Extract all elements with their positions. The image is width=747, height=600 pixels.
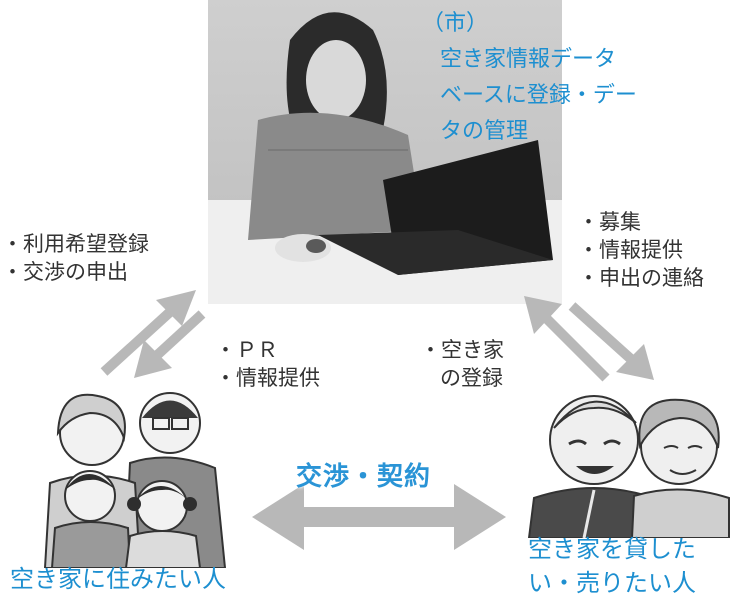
left-mid-labels: ・ＰＲ ・情報提供 [215, 336, 320, 392]
arrow-owners-to-city [524, 296, 610, 382]
right-mid-labels: ・空き家 の登録 [420, 336, 504, 392]
negotiation-contract-label: 交渉・契約 [296, 462, 432, 492]
label-registration: の登録 [440, 366, 503, 390]
label-info-provision-right: ・情報提供 [578, 238, 683, 262]
bottom-left-label: 空き家に住みたい人 [10, 565, 226, 593]
arrow-city-to-owners [568, 302, 654, 380]
label-pr: ・ＰＲ [215, 338, 278, 362]
left-top-labels: ・利用希望登録 ・交渉の申出 [2, 230, 149, 286]
arrow-family-to-city [100, 290, 196, 376]
family-illustration [43, 392, 227, 568]
city-desc-line-2: ベースに登録・デー [440, 83, 637, 108]
city-staff-photo [208, 0, 562, 304]
label-recruitment: ・募集 [578, 210, 641, 234]
label-usage-registration: ・利用希望登録 [2, 232, 149, 256]
city-desc-line-1: 空き家情報データ [440, 47, 617, 72]
city-label: （市） [422, 11, 489, 36]
arrow-city-to-family [134, 310, 206, 378]
bottom-right-line-1: 空き家を貸した [528, 535, 696, 563]
label-info-provision-left: ・情報提供 [215, 366, 320, 390]
elderly-couple-illustration [527, 395, 730, 538]
label-vacant-house: ・空き家 [420, 338, 504, 362]
label-request-notice: ・申出の連絡 [578, 266, 704, 290]
bottom-right-line-2: い・売りたい人 [528, 569, 696, 597]
arrow-negotiation [252, 484, 506, 550]
city-role-text: （市） 空き家情報データ ベースに登録・デー タの管理 [422, 6, 682, 150]
city-desc-line-3: タの管理 [440, 119, 529, 144]
bottom-right-label: 空き家を貸した い・売りたい人 [528, 532, 696, 600]
label-negotiation-request: ・交渉の申出 [2, 260, 128, 284]
right-top-labels: ・募集 ・情報提供 ・申出の連絡 [578, 208, 704, 292]
